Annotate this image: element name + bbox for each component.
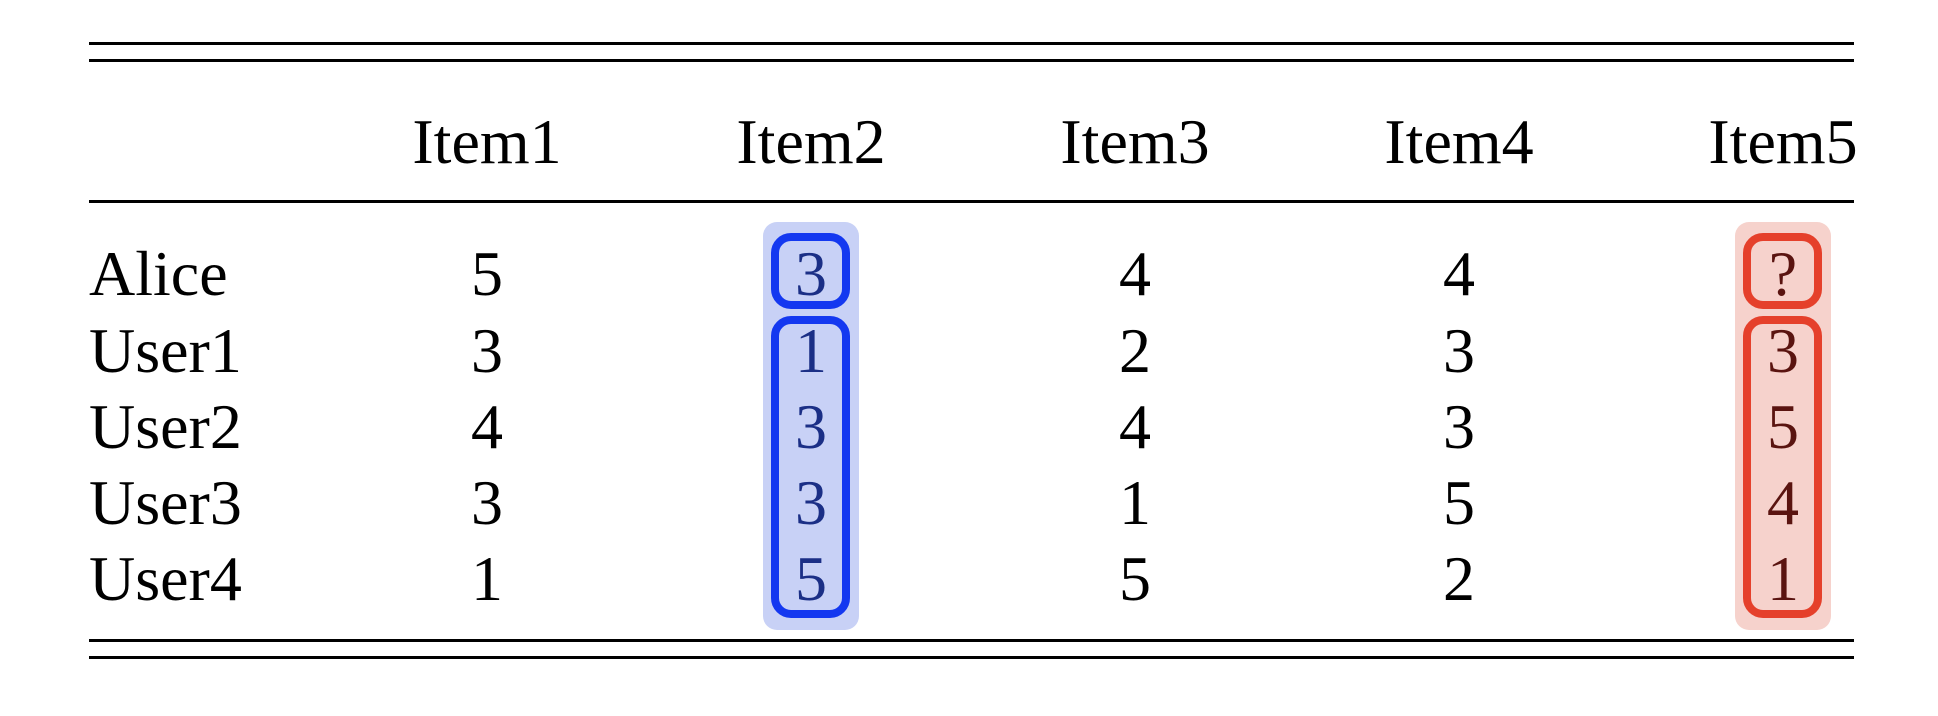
cell-user2-item4: 3 [1443, 391, 1475, 462]
bottom-rule-outer [89, 656, 1854, 659]
cell-user3-item5: 4 [1767, 467, 1799, 538]
cell-user2-item5: 5 [1767, 391, 1799, 462]
row-label-user3: User3 [89, 467, 242, 538]
item5-target-box [1743, 233, 1822, 309]
top-rule-inner [89, 59, 1854, 62]
cell-user4-item4: 2 [1443, 543, 1475, 614]
cell-alice-item2: 3 [795, 238, 827, 309]
cell-user4-item2: 5 [795, 543, 827, 614]
column-header-item4: Item4 [1384, 106, 1534, 177]
cell-user1-item5: 3 [1767, 315, 1799, 386]
cell-alice-item4: 4 [1443, 238, 1475, 309]
column-header-item2: Item2 [736, 106, 886, 177]
item5-others-box [1743, 316, 1822, 618]
cell-user2-item3: 4 [1119, 391, 1151, 462]
cell-user3-item1: 3 [471, 467, 503, 538]
row-label-alice: Alice [89, 238, 228, 309]
cell-user1-item4: 3 [1443, 315, 1475, 386]
cell-user3-item3: 1 [1119, 467, 1151, 538]
cell-user1-item2: 1 [795, 315, 827, 386]
row-label-user1: User1 [89, 315, 242, 386]
cell-alice-item3: 4 [1119, 238, 1151, 309]
column-header-item5: Item5 [1708, 106, 1858, 177]
cell-user4-item1: 1 [471, 543, 503, 614]
header-rule [89, 200, 1854, 203]
column-header-item3: Item3 [1060, 106, 1210, 177]
cell-user1-item3: 2 [1119, 315, 1151, 386]
item2-target-box [771, 233, 850, 309]
bottom-rule-inner [89, 639, 1854, 642]
column-header-item1: Item1 [412, 106, 562, 177]
row-label-user2: User2 [89, 391, 242, 462]
item2-others-box [771, 316, 850, 618]
cell-user3-item4: 5 [1443, 467, 1475, 538]
cell-user3-item2: 3 [795, 467, 827, 538]
cell-user2-item1: 4 [471, 391, 503, 462]
cell-user2-item2: 3 [795, 391, 827, 462]
cell-alice-item5: ? [1768, 238, 1798, 309]
top-rule-outer [89, 42, 1854, 45]
cell-user4-item3: 5 [1119, 543, 1151, 614]
cell-user4-item5: 1 [1767, 543, 1799, 614]
cell-alice-item1: 5 [471, 238, 503, 309]
cell-user1-item1: 3 [471, 315, 503, 386]
row-label-user4: User4 [89, 543, 242, 614]
